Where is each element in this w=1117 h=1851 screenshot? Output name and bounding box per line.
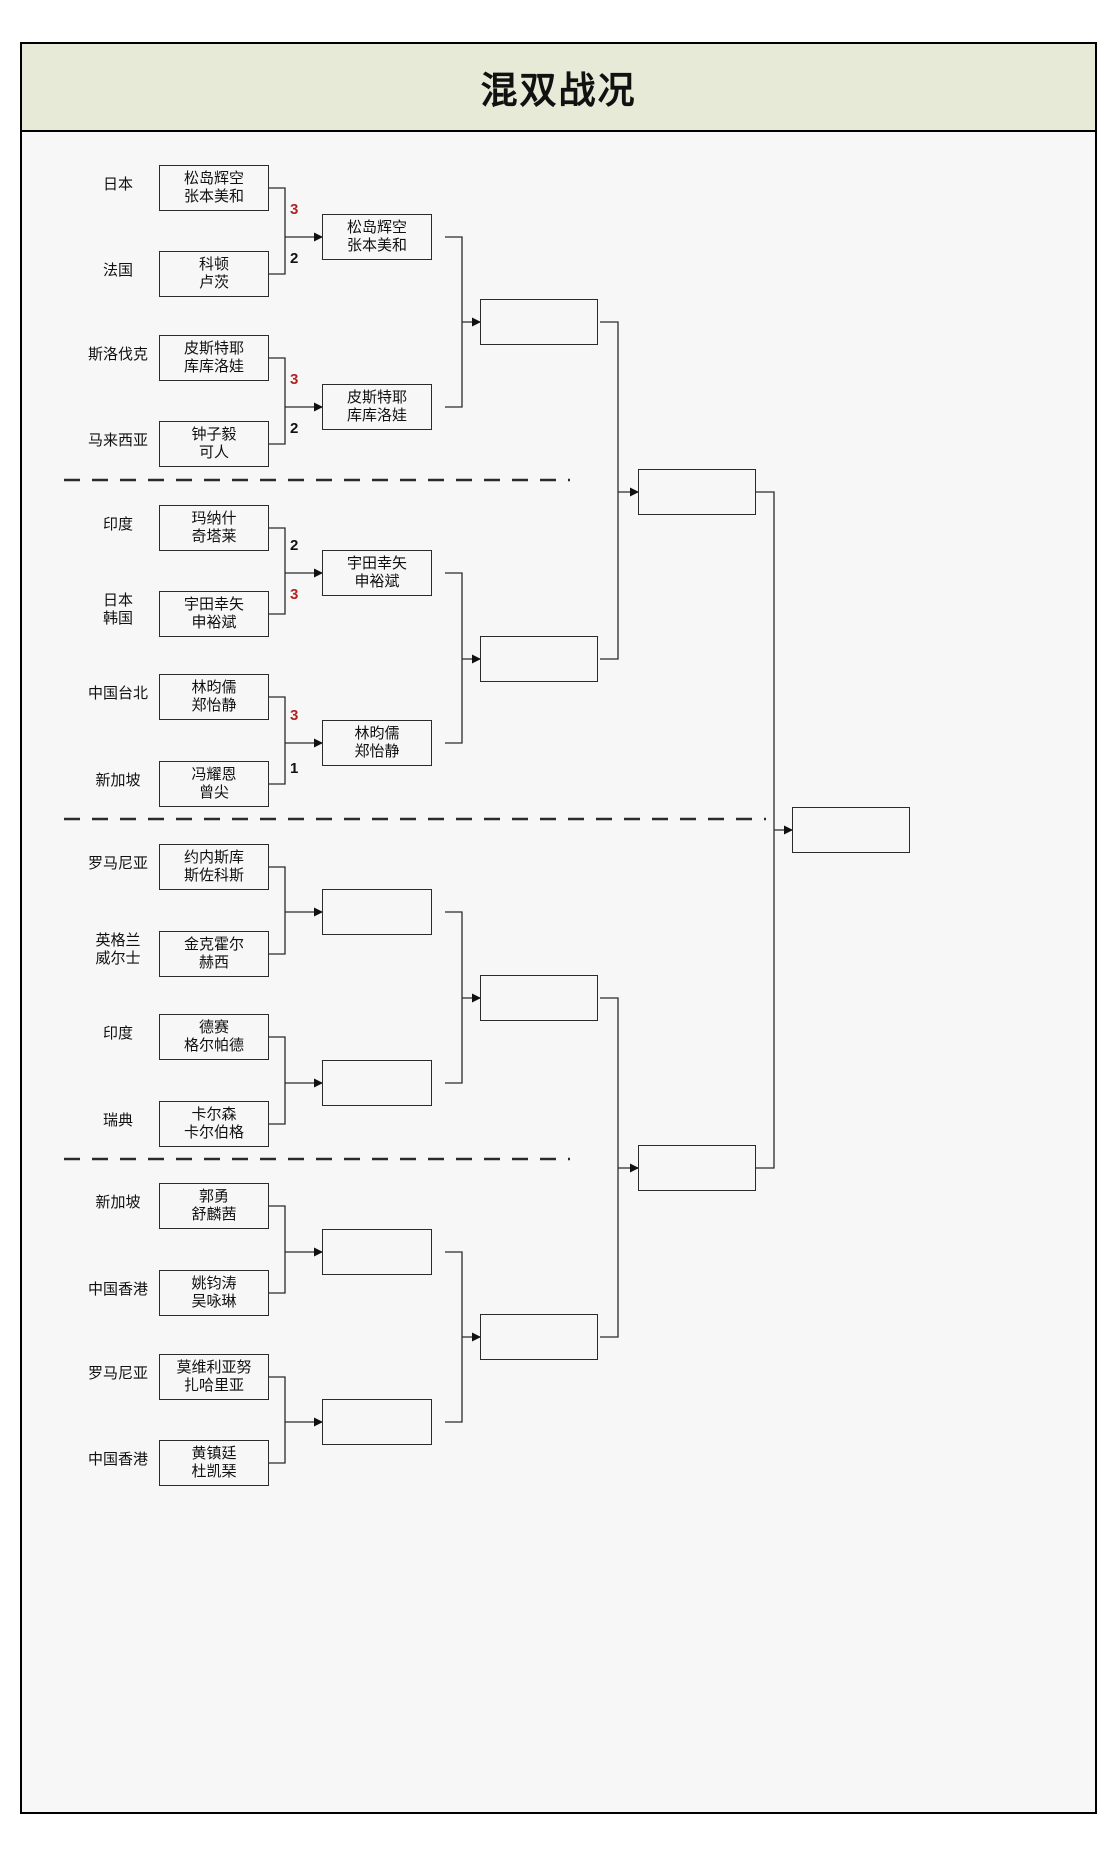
team-box[interactable]: 黄镇廷 杜凯琹 [159,1440,269,1486]
round2-winner-box[interactable] [322,1399,432,1445]
score-winner: 3 [290,586,299,603]
score-winner: 3 [290,201,299,218]
round2-winner-box[interactable]: 松岛辉空 张本美和 [322,214,432,260]
team-box[interactable]: 玛纳什 奇塔莱 [159,505,269,551]
final-champion-box[interactable] [792,807,910,853]
country-label: 日本 [102,176,133,193]
quarterfinal-box[interactable] [480,636,598,682]
team-box[interactable]: 姚钧涛 吴咏琳 [159,1270,269,1316]
score-loser: 2 [290,250,299,267]
score-winner: 3 [290,707,299,724]
round2-winner-box[interactable]: 宇田幸矢 申裕斌 [322,550,432,596]
country-label: 日本 韩国 [102,592,133,628]
semifinal-box-top[interactable] [638,469,756,515]
quarterfinal-box[interactable] [480,1314,598,1360]
country-label: 中国香港 [87,1451,148,1468]
country-label: 英格兰 威尔士 [95,932,141,968]
score-loser: 1 [290,760,299,777]
team-box[interactable]: 郭勇 舒麟茜 [159,1183,269,1229]
semifinal-box-bottom[interactable] [638,1145,756,1191]
team-box[interactable]: 皮斯特耶 库库洛娃 [159,335,269,381]
team-box[interactable]: 宇田幸矢 申裕斌 [159,591,269,637]
country-label: 新加坡 [95,1194,141,1211]
round2-winner-box[interactable] [322,1060,432,1106]
page-title: 混双战况 [480,71,637,112]
country-label: 罗马尼亚 [87,1365,148,1382]
score-loser: 2 [290,420,299,437]
team-box[interactable]: 德赛 格尔帕德 [159,1014,269,1060]
country-label: 瑞典 [102,1112,133,1129]
team-box[interactable]: 约内斯库 斯佐科斯 [159,844,269,890]
score-loser: 2 [290,537,299,554]
round2-winner-box[interactable] [322,1229,432,1275]
country-label: 新加坡 [95,772,141,789]
team-box[interactable]: 钟子毅 可人 [159,421,269,467]
team-box[interactable]: 松岛辉空 张本美和 [159,165,269,211]
team-box[interactable]: 林昀儒 郑怡静 [159,674,269,720]
bracket-canvas: 日本 松岛辉空 张本美和 3 法国 科顿 卢茨 2 松岛辉空 张本美和 斯洛伐克 [22,132,1095,1816]
country-label: 印度 [102,1025,133,1042]
round2-winner-box[interactable] [322,889,432,935]
round2-winner-box[interactable]: 皮斯特耶 库库洛娃 [322,384,432,430]
country-label: 印度 [102,516,133,533]
quarterfinal-box[interactable] [480,299,598,345]
country-label: 斯洛伐克 [87,346,148,363]
country-label: 中国台北 [87,685,148,702]
team-box[interactable]: 金克霍尔 赫西 [159,931,269,977]
team-box[interactable]: 莫维利亚努 扎哈里亚 [159,1354,269,1400]
title-bar: 混双战况 [22,44,1095,132]
country-label: 马来西亚 [87,432,148,449]
team-box[interactable]: 冯耀恩 曾尖 [159,761,269,807]
team-box[interactable]: 卡尔森 卡尔伯格 [159,1101,269,1147]
country-label: 中国香港 [87,1281,148,1298]
country-label: 法国 [102,262,133,279]
country-label: 罗马尼亚 [87,855,148,872]
quarterfinal-box[interactable] [480,975,598,1021]
team-box[interactable]: 科顿 卢茨 [159,251,269,297]
bracket-frame: 混双战况 [20,42,1097,1814]
score-winner: 3 [290,371,299,388]
round2-winner-box[interactable]: 林昀儒 郑怡静 [322,720,432,766]
